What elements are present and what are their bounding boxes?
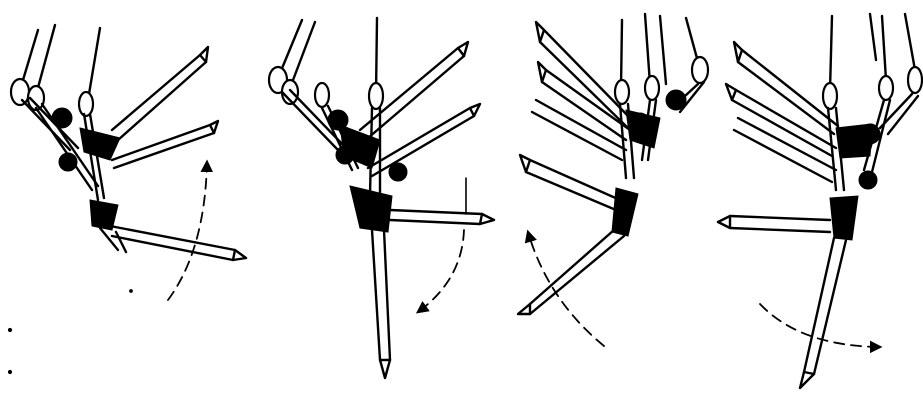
ring-hand <box>315 83 329 107</box>
speck <box>8 370 11 373</box>
foot <box>718 216 730 228</box>
foot <box>538 62 546 82</box>
rope-line <box>660 16 666 84</box>
leg <box>112 55 206 140</box>
foot <box>380 360 390 378</box>
foot <box>458 42 468 56</box>
leg <box>390 210 482 224</box>
leg <box>526 160 620 210</box>
foot <box>726 84 736 100</box>
leg <box>110 226 235 260</box>
rope-line <box>645 14 650 84</box>
foot <box>800 372 814 388</box>
torso <box>80 128 120 160</box>
panel-1 <box>8 25 246 374</box>
speck <box>8 328 11 331</box>
foot <box>536 22 544 42</box>
head <box>59 153 77 171</box>
rope-line <box>621 20 622 88</box>
foot <box>480 214 494 224</box>
rope-line <box>905 14 915 70</box>
ring-hand <box>79 92 93 116</box>
head <box>859 171 877 189</box>
foot <box>520 155 530 172</box>
foot <box>233 250 246 260</box>
motion-arrow <box>418 230 464 312</box>
ring-hand <box>615 80 629 104</box>
leg <box>730 216 830 232</box>
ring-hand <box>645 76 659 100</box>
speck <box>130 290 133 293</box>
ring-hand <box>692 57 708 83</box>
panel-2 <box>269 18 494 378</box>
foot <box>518 304 530 314</box>
motion-arrow <box>760 304 880 347</box>
ring-hand <box>823 83 837 109</box>
torso <box>830 196 858 240</box>
torso <box>350 186 392 232</box>
torso <box>90 200 118 230</box>
motion-arrow <box>168 162 207 300</box>
ring-hand <box>369 83 383 109</box>
leg <box>372 230 390 360</box>
leg <box>530 230 624 314</box>
rope-line <box>36 25 55 95</box>
ring-hand <box>879 76 893 100</box>
rope-line <box>290 22 315 88</box>
panel-4 <box>718 14 922 388</box>
rope-line <box>88 28 100 100</box>
leg <box>368 108 474 176</box>
foot <box>200 47 208 62</box>
ring-hand <box>908 67 922 93</box>
foot <box>210 121 218 133</box>
leg <box>804 238 846 374</box>
rope-line <box>686 18 698 62</box>
rope-line <box>882 16 886 80</box>
leg <box>100 228 126 252</box>
rope-line <box>830 16 832 90</box>
panel-3 <box>518 14 708 346</box>
head <box>666 90 686 110</box>
foot <box>470 104 480 116</box>
foot <box>734 42 742 62</box>
head <box>52 108 72 128</box>
torso <box>836 124 872 158</box>
torso <box>612 188 638 236</box>
ring-hand <box>11 79 29 105</box>
rope-line <box>870 14 876 60</box>
